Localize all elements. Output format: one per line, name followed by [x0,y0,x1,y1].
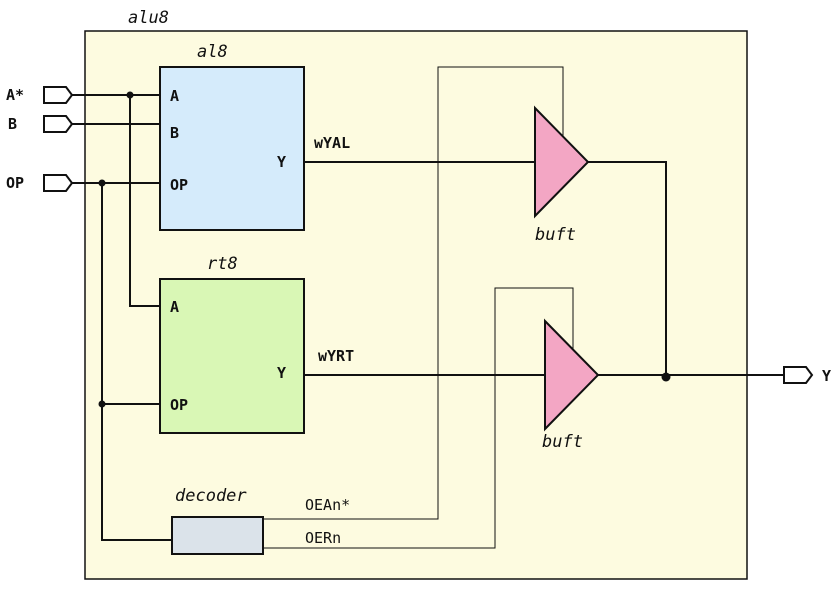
input-port-op-label: OP [6,174,24,192]
input-port-a-label: A* [6,86,24,104]
al8-pin-y: Y [277,153,286,171]
al8-pin-b: B [170,124,179,142]
block-rt8-name: rt8 [207,254,238,274]
block-decoder[interactable] [171,516,264,555]
block-al8[interactable] [159,66,305,231]
output-port-y[interactable] [783,366,814,384]
rt8-pin-y: Y [277,364,286,382]
datapath-wires [304,161,784,376]
block-rt8[interactable] [159,278,305,434]
input-port-b[interactable] [43,115,74,133]
input-port-a[interactable] [43,86,74,104]
signal-wyrt-label: wYRT [318,347,354,365]
rt8-pin-a: A [170,298,179,316]
buffer-bottom[interactable] [544,318,600,432]
buffer-top[interactable] [534,105,590,219]
al8-pin-a: A [170,87,179,105]
output-port-y-label: Y [822,367,831,385]
junction-output [661,372,671,382]
block-al8-name: al8 [197,42,228,62]
input-port-op[interactable] [43,174,74,192]
al8-pin-op: OP [170,176,188,194]
buffer-top-label: buft [535,225,576,245]
input-wires [72,94,172,541]
module-name: alu8 [128,8,169,28]
signal-oean-label: OEAn* [305,496,350,514]
enable-wires [263,66,574,549]
signal-oern-label: OERn [305,529,341,547]
buffer-bottom-label: buft [542,432,583,452]
signal-wyal-label: wYAL [314,134,350,152]
junction-a [126,91,134,99]
input-port-b-label: B [8,115,17,133]
junction-op [98,179,106,187]
junction-op-rt8 [98,400,106,408]
block-decoder-name: decoder [175,486,247,506]
rt8-pin-op: OP [170,396,188,414]
